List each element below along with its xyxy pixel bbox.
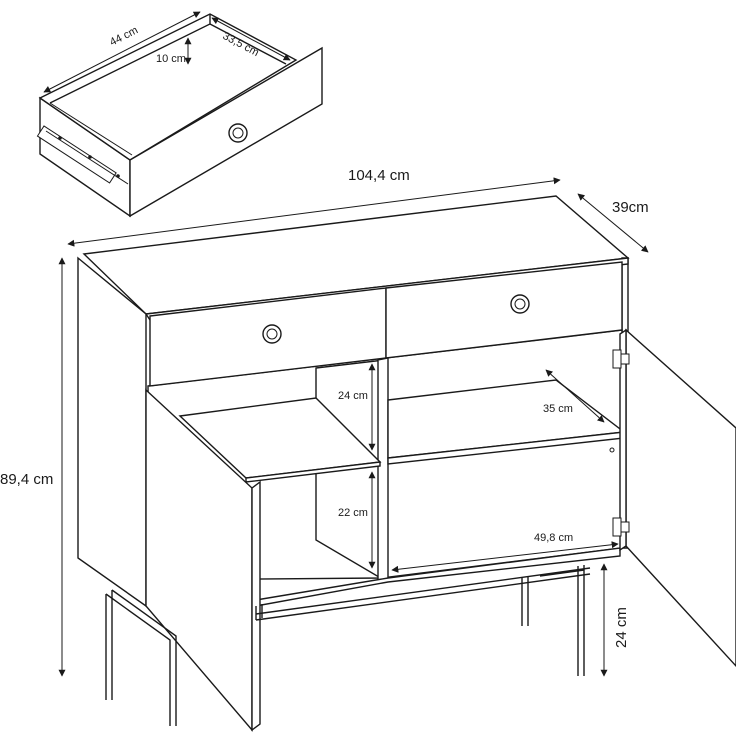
right-drawer-knob-icon [510, 294, 530, 314]
depth-label: 39cm [612, 199, 649, 216]
drawer-width-arrow [211, 17, 291, 61]
shelf-depth-arrow [545, 369, 605, 423]
right-door [625, 328, 736, 668]
left-drawer-knob-icon [262, 324, 282, 344]
leg-height-label: 24 cm [613, 607, 630, 648]
depth-arrow [577, 193, 649, 253]
right-drawer-front [385, 261, 623, 359]
sideboard: 104,4 cm 39cm 89,4 cm 24 cm 24 cm 22 cm … [0, 167, 736, 732]
shelf-depth-label: 35 cm [543, 403, 573, 415]
drawer-length-arrow [43, 11, 201, 93]
hinge-icon [609, 349, 630, 537]
width-label: 104,4 cm [348, 167, 410, 184]
upper-shelf-height-label: 24 cm [338, 390, 368, 402]
width-arrow [67, 177, 561, 247]
lower-shelf-height-label: 22 cm [338, 507, 368, 519]
drawer-height-label: 10 cm [156, 53, 186, 65]
drawer-knob-icon [228, 123, 248, 143]
drawer-detail: 44 cm 33,5 cm 10 cm [36, 11, 323, 218]
inner-width-label: 49,8 cm [534, 532, 573, 544]
leg-frame [105, 565, 591, 726]
left-side-panel [77, 256, 147, 608]
height-label: 89,4 cm [0, 471, 53, 488]
inner-width-arrow [391, 541, 619, 573]
